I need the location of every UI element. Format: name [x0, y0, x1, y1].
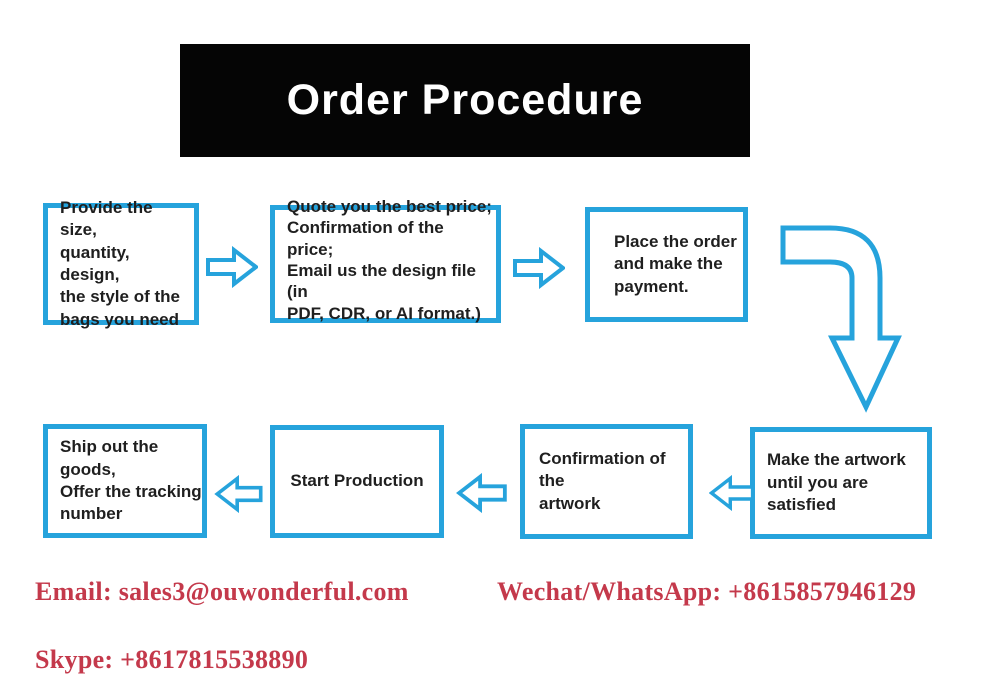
- step-box-start-production: Start Production: [270, 425, 444, 538]
- arrow-left-icon: [456, 473, 508, 513]
- step-box-quote-price: Quote you the best price; Confirmation o…: [270, 197, 501, 323]
- arrow-right-icon: [513, 247, 565, 289]
- step-box-confirm-artwork: Confirmation of the artwork: [520, 424, 693, 539]
- page-title: Order Procedure: [286, 76, 644, 124]
- step-box-ship-goods: Ship out the goods, Offer the tracking n…: [43, 424, 207, 538]
- elbow-arrow-down-icon: [775, 221, 903, 413]
- contact-email-text: Email: sales3@ouwonderful.com: [35, 577, 409, 606]
- step-box-place-order: Place the order and make the payment.: [585, 207, 748, 322]
- arrow-left-icon: [214, 475, 264, 513]
- contact-skype-text: Skype: +8617815538890: [35, 645, 309, 674]
- title-banner: Order Procedure: [180, 44, 750, 157]
- step-box-make-artwork: Make the artwork until you are satisfied: [750, 427, 932, 539]
- contact-wechat-whatsapp-text: Wechat/WhatsApp: +8615857946129: [497, 577, 917, 606]
- step-box-provide-details: Provide the size, quantity, design, the …: [43, 198, 199, 329]
- arrow-right-icon: [206, 246, 258, 288]
- arrow-left-icon: [709, 475, 755, 511]
